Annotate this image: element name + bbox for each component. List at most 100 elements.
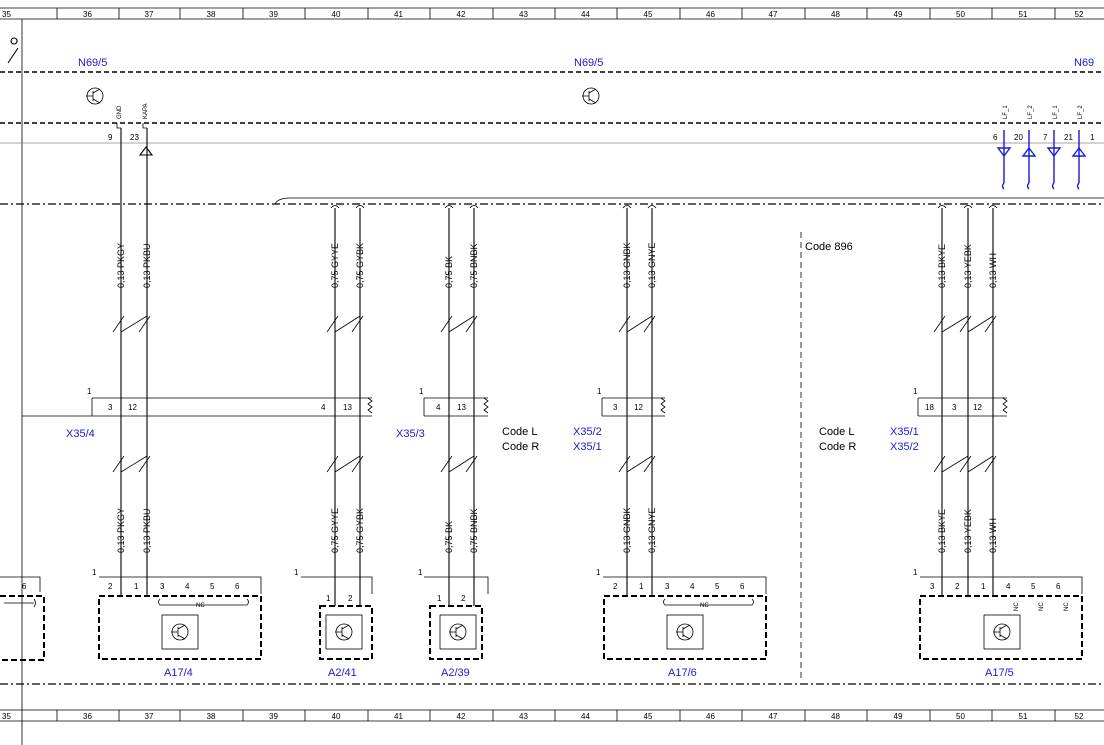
svg-text:18: 18 bbox=[925, 403, 934, 412]
svg-text:1: 1 bbox=[639, 582, 644, 591]
ruler-column-number: 42 bbox=[457, 712, 466, 721]
svg-text:6: 6 bbox=[1056, 582, 1061, 591]
shield-icon bbox=[367, 397, 373, 414]
component-a17-5: 1 3 2 1 4 5 6 NC NC NC A17/5 bbox=[913, 568, 1083, 679]
svg-text:6: 6 bbox=[740, 582, 745, 591]
svg-text:1: 1 bbox=[913, 568, 918, 577]
shield-icon bbox=[660, 397, 666, 414]
wire-color-label: 0,13 GNBK bbox=[622, 242, 632, 288]
pin-label-lf2: LF_2 bbox=[1028, 105, 1034, 119]
svg-text:1: 1 bbox=[419, 387, 424, 396]
pin-number: 9 bbox=[108, 133, 113, 142]
ruler-column-number: 46 bbox=[706, 712, 715, 721]
component-a17-6: 1 2 1 3 4 5 6 NC A17/6 bbox=[596, 568, 767, 679]
ruler-column-number: 39 bbox=[269, 712, 278, 721]
twist-mark bbox=[984, 455, 997, 473]
wires bbox=[112, 128, 998, 606]
twist-mark bbox=[448, 315, 475, 333]
svg-text:NC: NC bbox=[1064, 602, 1070, 611]
svg-text:4: 4 bbox=[185, 582, 190, 591]
wire-color-label: 0,75 GYBK bbox=[355, 243, 365, 288]
ruler-column-number: 46 bbox=[706, 10, 715, 19]
svg-text:3: 3 bbox=[665, 582, 670, 591]
ruler-column-number: 38 bbox=[207, 10, 216, 19]
svg-text:NC: NC bbox=[1039, 602, 1045, 611]
ruler-column-number: 40 bbox=[332, 10, 341, 19]
wire-end-icon bbox=[988, 205, 998, 209]
svg-text:4: 4 bbox=[321, 403, 326, 412]
svg-text:2: 2 bbox=[348, 594, 353, 603]
twist-mark bbox=[933, 455, 946, 473]
wire-color-label: 0,13 PKBU bbox=[142, 243, 152, 288]
svg-text:1: 1 bbox=[326, 594, 331, 603]
component-a17-4: 1 2 1 3 4 5 6 NC A17/4 bbox=[92, 568, 262, 679]
ruler-column-number: 36 bbox=[83, 712, 92, 721]
wire-end-icon bbox=[937, 205, 947, 209]
shield-icon bbox=[1002, 397, 1008, 414]
ruler-column-number: 51 bbox=[1019, 712, 1028, 721]
twist-mark bbox=[967, 455, 994, 473]
pin-label-lf2: LF_2 bbox=[1078, 105, 1084, 119]
svg-text:13: 13 bbox=[457, 403, 466, 412]
svg-text:12: 12 bbox=[973, 403, 982, 412]
wire-color-label: 0,13 BKYE bbox=[937, 244, 947, 288]
wire-end-icon bbox=[330, 205, 340, 209]
svg-text:2: 2 bbox=[108, 582, 113, 591]
twist-mark bbox=[626, 455, 653, 473]
wire-color-label: 0,13 WH bbox=[988, 253, 998, 288]
wire-color-label: 0,13 YEBK bbox=[963, 244, 973, 288]
ruler-column-number: 47 bbox=[769, 712, 778, 721]
transistor-icon bbox=[582, 87, 600, 105]
module-label-n69-right: N69 bbox=[1074, 57, 1094, 69]
twist-mark bbox=[112, 455, 125, 473]
wire-color-label: 0,75 GYYE bbox=[330, 243, 340, 288]
connector-name: X35/2 bbox=[573, 426, 602, 438]
svg-text:4: 4 bbox=[690, 582, 695, 591]
wire-color-label: 0,13 GNYE bbox=[647, 507, 657, 553]
ruler-column-number: 41 bbox=[394, 10, 403, 19]
ruler-column-number: 45 bbox=[644, 712, 653, 721]
svg-text:1: 1 bbox=[913, 387, 918, 396]
svg-text:3: 3 bbox=[108, 403, 113, 412]
code-l-label: Code L bbox=[819, 426, 854, 438]
svg-text:5: 5 bbox=[715, 582, 720, 591]
ruler-column-number: 39 bbox=[269, 10, 278, 19]
component-name: A2/41 bbox=[328, 667, 357, 679]
ruler-column-number: 49 bbox=[894, 10, 903, 19]
twist-mark bbox=[120, 455, 148, 473]
svg-text:NC: NC bbox=[700, 603, 709, 609]
partial-component-left: 6 bbox=[0, 576, 45, 661]
wire-color-label: 0,13 PKGY bbox=[116, 508, 126, 553]
component-a2-39: 1 1 2 A2/39 bbox=[418, 568, 489, 679]
pin-label-gnd: GND bbox=[117, 105, 123, 119]
svg-text:NC: NC bbox=[196, 603, 205, 609]
ruler-column-number: 35 bbox=[2, 10, 11, 19]
ruler-column-number: 40 bbox=[332, 712, 341, 721]
ruler-column-number: 37 bbox=[145, 10, 154, 19]
module-label-n69-left: N69/5 bbox=[78, 57, 107, 69]
twist-mark bbox=[138, 315, 151, 333]
twist-mark bbox=[334, 315, 361, 333]
ruler-column-number: 37 bbox=[145, 712, 154, 721]
twist-mark bbox=[138, 455, 151, 473]
twist-mark bbox=[643, 455, 656, 473]
svg-text:1: 1 bbox=[437, 594, 442, 603]
svg-text:1: 1 bbox=[596, 568, 601, 577]
wire-end-icon bbox=[647, 205, 657, 209]
connector-x35-2: 1 3 12 X35/2 X35/1 bbox=[573, 387, 665, 453]
twist-mark bbox=[351, 455, 364, 473]
svg-text:1: 1 bbox=[597, 387, 602, 396]
wire-end-icon bbox=[469, 205, 479, 209]
code-896-label: Code 896 bbox=[805, 241, 853, 253]
twist-mark bbox=[933, 315, 946, 333]
svg-text:5: 5 bbox=[1031, 582, 1036, 591]
transistor-icon bbox=[86, 87, 104, 105]
ruler-column-number: 45 bbox=[644, 10, 653, 19]
svg-text:4: 4 bbox=[1006, 582, 1011, 591]
code-r-label: Code R bbox=[819, 441, 856, 453]
code-r-label: Code R bbox=[502, 441, 539, 453]
svg-text:NC: NC bbox=[1014, 602, 1020, 611]
wire-color-label: 0,13 BKYE bbox=[937, 509, 947, 553]
pin-number: 1 bbox=[1090, 133, 1095, 142]
